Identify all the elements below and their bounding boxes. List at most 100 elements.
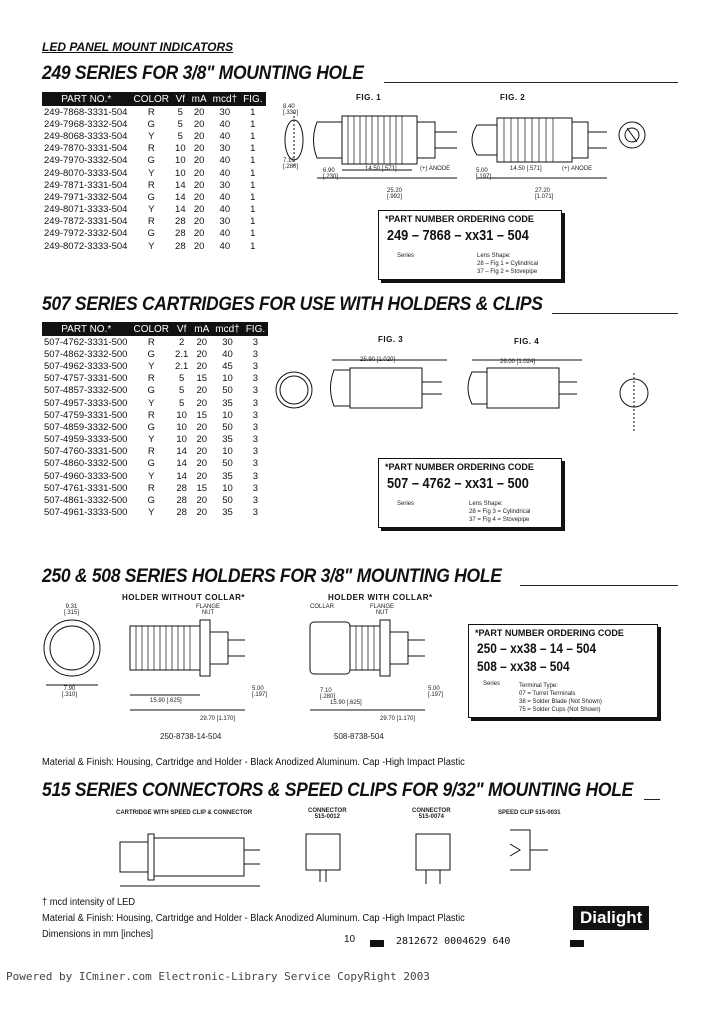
- col-color: COLOR: [130, 92, 173, 106]
- col-vf: Vf: [172, 92, 189, 106]
- table-cell: 30: [219, 143, 231, 155]
- table-cell: 3: [252, 373, 259, 385]
- table-cell: 249-8071-3333-504: [44, 204, 128, 216]
- table-cell: 14: [176, 458, 187, 470]
- table-cell: 249-7870-3331-504: [44, 143, 128, 155]
- ordering-series: Series: [483, 681, 501, 687]
- section-title-515: 515 SERIES CONNECTORS & SPEED CLIPS FOR …: [42, 780, 633, 801]
- dim-d18: 5.00 [.197]: [428, 686, 444, 698]
- ordering-box-250-508: *PART NUMBER ORDERING CODE 250 – xx38 – …: [468, 624, 658, 718]
- anode-label-1: (+) ANODE: [420, 166, 451, 172]
- ordering-code-508: 508 – xx38 – 504: [477, 658, 570, 674]
- table-cell: 249-7970-3332-504: [44, 155, 128, 167]
- table-cell: 1: [250, 130, 256, 142]
- table-cell: G: [147, 421, 155, 433]
- dim-d3: 6.90 [.230]: [323, 168, 339, 180]
- connectors-drawing: [119, 829, 548, 887]
- ordering-series: Series: [397, 501, 415, 507]
- table-cell: 5: [177, 118, 183, 130]
- ordering-title: *PART NUMBER ORDERING CODE: [385, 214, 534, 224]
- table-cell: G: [147, 495, 155, 507]
- table-cell: G: [147, 458, 155, 470]
- table-cell: 20: [196, 421, 208, 433]
- table-cell: 28: [175, 228, 186, 240]
- table-cell: 20: [193, 179, 205, 191]
- table-cell: Y: [148, 240, 155, 252]
- table-cell: 20: [196, 360, 208, 372]
- col-fig: FIG.: [242, 322, 269, 336]
- table-cell: Y: [148, 204, 155, 216]
- col-vf: Vf: [172, 322, 192, 336]
- table-cell: 3: [252, 434, 259, 446]
- table-cell: 14: [175, 204, 186, 216]
- table-cell: R: [147, 409, 155, 421]
- table-cell: Y: [148, 434, 155, 446]
- table-cell: 249-7868-3331-504: [44, 106, 128, 118]
- table-cell: R: [147, 482, 155, 494]
- table-cell: 50: [222, 458, 233, 470]
- connector-1-label: CONNECTOR 515-0012: [308, 808, 347, 820]
- table-cell: 249-7972-3332-504: [44, 228, 128, 240]
- dim-d19: 29.70 [1.170]: [380, 716, 416, 722]
- table-cell: 40: [219, 130, 231, 142]
- table-cell: 20: [193, 191, 205, 203]
- dim-d11: 9.31 [.315]: [64, 604, 80, 616]
- fig2-label: FIG. 2: [500, 93, 526, 102]
- anode-label-2: (+) ANODE: [562, 166, 593, 172]
- section-rule: [520, 585, 678, 586]
- table-cell: 249-7968-3332-504: [44, 118, 128, 130]
- ordering-series: Series: [397, 253, 415, 259]
- table-cell: G: [147, 191, 155, 203]
- table-cell: 30: [222, 336, 233, 348]
- table-cell: 20: [193, 204, 205, 216]
- table-cell: 10: [176, 409, 187, 421]
- table-cell: 3: [252, 458, 259, 470]
- table-cell: 30: [219, 106, 231, 118]
- table-cell: 249-7871-3331-504: [44, 179, 128, 191]
- col-part: PART NO.*: [42, 322, 131, 336]
- table-cell: 30: [219, 216, 231, 228]
- caption-250: 250-8738-14-504: [160, 732, 222, 741]
- col-fig: FIG.: [240, 92, 266, 106]
- table-cell: Y: [148, 470, 155, 482]
- connector-2-label: CONNECTOR 515-0074: [412, 808, 451, 820]
- table-cell: 35: [222, 507, 233, 519]
- ordering-lens-title: Lens Shape:: [469, 501, 503, 507]
- table-cell: Y: [148, 167, 155, 179]
- table-cell: 20: [196, 458, 208, 470]
- table-cell: 1: [250, 204, 256, 216]
- dim-d12: 7.90 [.310]: [62, 686, 78, 698]
- table-cell: R: [147, 336, 155, 348]
- dim-d7: 14.50 [.571]: [510, 166, 542, 172]
- table-cell: 10: [222, 409, 233, 421]
- table-cell: Y: [148, 507, 155, 519]
- table-cell: Y: [148, 360, 155, 372]
- dim-d1: 8.40 [.330]: [283, 104, 299, 116]
- table-cell: 507-4762-3331-500: [44, 336, 128, 348]
- table-cell: 40: [219, 191, 231, 203]
- table-cell: 507-4759-3331-500: [44, 409, 128, 421]
- table-cell: 1: [250, 118, 256, 130]
- fig3-fig4-drawing: [275, 359, 649, 433]
- table-cell: 28: [175, 216, 186, 228]
- table-cell: 50: [222, 495, 233, 507]
- table-cell: 3: [252, 507, 259, 519]
- table-cell: 20: [193, 216, 205, 228]
- table-cell: 507-4961-3333-500: [44, 507, 128, 519]
- table-cell: G: [147, 118, 155, 130]
- page-number: 10: [344, 934, 356, 945]
- table-cell: 3: [252, 446, 259, 458]
- barcode-mark: [570, 940, 584, 947]
- ordering-term-3: 75 = Solder Cups (Not Shown): [519, 707, 601, 713]
- fig3-label: FIG. 3: [378, 335, 404, 344]
